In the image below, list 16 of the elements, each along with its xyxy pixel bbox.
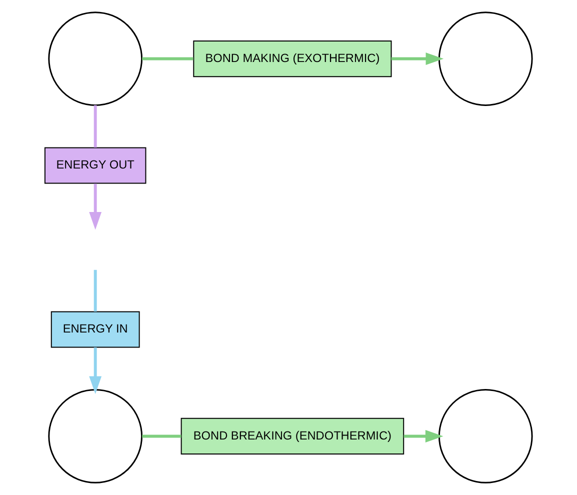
node-box: BOND BREAKING (ENDOTHERMIC) xyxy=(180,418,404,454)
node-box: ENERGY IN xyxy=(50,311,140,348)
node-circle xyxy=(48,389,143,484)
node-circle xyxy=(438,389,533,484)
node-box: BOND MAKING (EXOTHERMIC) xyxy=(193,40,392,78)
connector xyxy=(142,434,182,438)
connector xyxy=(94,105,97,148)
connector xyxy=(94,270,97,312)
node-box: ENERGY OUT xyxy=(44,147,146,184)
arrow xyxy=(89,184,102,230)
node-circle xyxy=(48,12,143,106)
arrow xyxy=(391,52,444,66)
arrow xyxy=(89,347,102,394)
arrow xyxy=(404,430,444,442)
connector xyxy=(142,57,194,60)
node-circle xyxy=(438,12,533,106)
